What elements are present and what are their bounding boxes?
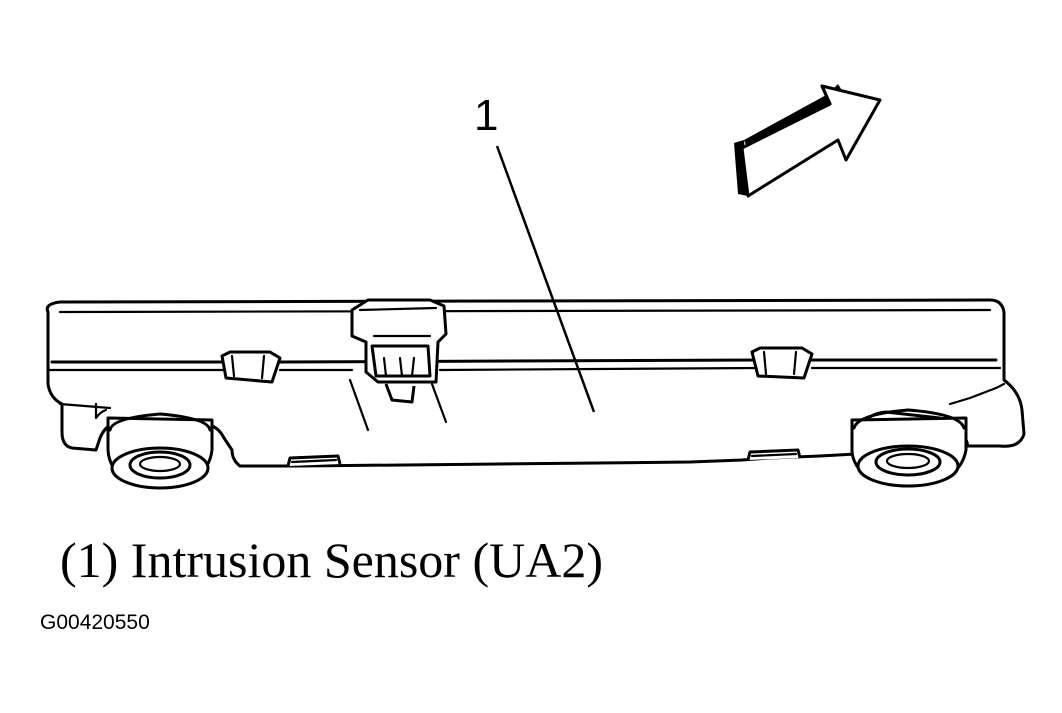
- right-mounting-grommet: [850, 408, 968, 488]
- figure-caption: (1) Intrusion Sensor (UA2): [60, 532, 603, 588]
- intrusion-sensor-body: [45, 298, 1026, 468]
- callout-number: 1: [474, 91, 499, 140]
- callout-leader-line: [495, 145, 596, 413]
- forward-direction-arrow-icon: [734, 84, 882, 198]
- left-mounting-grommet: [106, 412, 214, 490]
- figure-id: G00420550: [40, 611, 150, 634]
